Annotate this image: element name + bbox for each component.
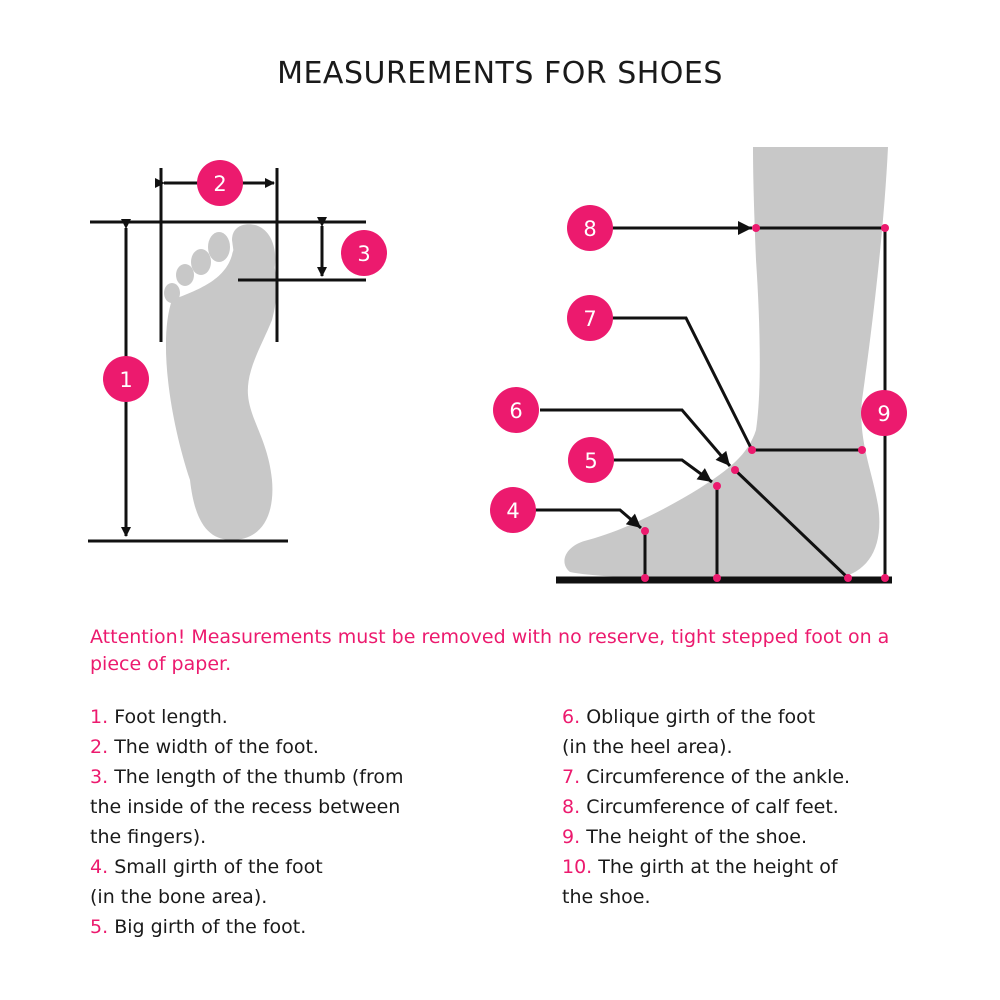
point [752, 224, 760, 232]
legend-item-number: 8. [562, 796, 581, 818]
badge-1-label: 1 [119, 368, 132, 392]
legend-item-text: Foot length. [114, 706, 228, 728]
leader-6 [540, 408, 732, 467]
legend-item-line: 6. Oblique girth of the foot [562, 702, 962, 732]
legend-item-number: 5. [90, 916, 109, 938]
legend-item-text: Circumference of the ankle. [586, 766, 851, 788]
badge-6-label: 6 [509, 399, 522, 423]
legend-item-text: The length of the thumb (from [114, 766, 404, 788]
toe-2-shape [208, 232, 230, 262]
badge-1: 1 [103, 356, 149, 402]
badge-3: 3 [341, 230, 387, 276]
measurement-points [641, 224, 889, 582]
legend-item-text: the inside of the recess between [90, 796, 401, 818]
legend-item-line: (in the heel area). [562, 732, 962, 762]
badge-8-label: 8 [583, 217, 596, 241]
point [641, 574, 649, 582]
legend-item-number: 10. [562, 856, 593, 878]
legend-item-text: The girth at the height of [598, 856, 838, 878]
legend-list-right: 6. Oblique girth of the foot (in the heel… [562, 702, 962, 912]
badge-4-label: 4 [506, 499, 519, 523]
badge-5: 5 [568, 437, 614, 483]
point [641, 527, 649, 535]
legend-item-number: 1. [90, 706, 109, 728]
leader-7 [612, 316, 754, 451]
foot-sole-shape [165, 235, 277, 541]
badge-6: 6 [493, 387, 539, 433]
legend-item-text: the shoe. [562, 886, 651, 908]
point [881, 574, 889, 582]
badge-9-label: 9 [877, 402, 890, 426]
legend-item-number: 7. [562, 766, 581, 788]
legend-item-line: the inside of the recess between [90, 792, 510, 822]
legend-item-number: 6. [562, 706, 581, 728]
point [858, 446, 866, 454]
badge-8: 8 [567, 205, 613, 251]
big-toe-shape [232, 224, 276, 280]
point [748, 446, 756, 454]
foot-top-view [164, 224, 277, 541]
legend-item-number: 9. [562, 826, 581, 848]
legend-item-line: the shoe. [562, 882, 962, 912]
legend-item-text: (in the heel area). [562, 736, 733, 758]
point [844, 574, 852, 582]
legend-item-text: Small girth of the foot [114, 856, 323, 878]
legend-item-text: The width of the foot. [114, 736, 319, 758]
legend-item-line: 3. The length of the thumb (from [90, 762, 510, 792]
legend-item-text: The height of the shoe. [586, 826, 808, 848]
badge-7: 7 [567, 295, 613, 341]
legend-item-number: 2. [90, 736, 109, 758]
legend-item-line: 5. Big girth of the foot. [90, 912, 510, 942]
badge-9: 9 [861, 390, 907, 436]
legend-item-line: 9. The height of the shoe. [562, 822, 962, 852]
page-title: MEASUREMENTS FOR SHOES [277, 56, 723, 91]
legend-item-line: 4. Small girth of the foot [90, 852, 510, 882]
legend-item-line: (in the bone area). [90, 882, 510, 912]
badge-7-label: 7 [583, 307, 596, 331]
badge-4: 4 [490, 487, 536, 533]
point [731, 466, 739, 474]
toe-4-shape [176, 264, 194, 286]
legend-item-text: Big girth of the foot. [114, 916, 307, 938]
badge-5-label: 5 [584, 449, 597, 473]
leader-5 [612, 458, 713, 484]
legend-item-line: 1. Foot length. [90, 702, 510, 732]
legend-item-number: 4. [90, 856, 109, 878]
legend-item-line: 2. The width of the foot. [90, 732, 510, 762]
badge-2-label: 2 [213, 172, 226, 196]
toe-5-shape [164, 283, 180, 303]
legend-item-line: 7. Circumference of the ankle. [562, 762, 962, 792]
toe-3-shape [191, 249, 211, 275]
legend-item-text: the fingers). [90, 826, 207, 848]
legend-item-line: the fingers). [90, 822, 510, 852]
legend-item-text: Oblique girth of the foot [586, 706, 816, 728]
oblique-girth-line [733, 468, 850, 580]
badge-2: 2 [197, 160, 243, 206]
legend-item-line: 8. Circumference of calf feet. [562, 792, 962, 822]
badge-3-label: 3 [357, 242, 370, 266]
legend-list-left: 1. Foot length.2. The width of the foot.… [90, 702, 510, 942]
point [713, 574, 721, 582]
point [713, 482, 721, 490]
attention-note: Attention! Measurements must be removed … [90, 626, 890, 675]
legend-item-number: 3. [90, 766, 109, 788]
legend-item-text: Circumference of calf feet. [586, 796, 839, 818]
leg-shape [564, 147, 888, 578]
leader-4 [535, 508, 642, 530]
leg-side-view [564, 147, 888, 578]
legend-item-line: 10. The girth at the height of [562, 852, 962, 882]
point [881, 224, 889, 232]
legend-item-text: (in the bone area). [90, 886, 268, 908]
